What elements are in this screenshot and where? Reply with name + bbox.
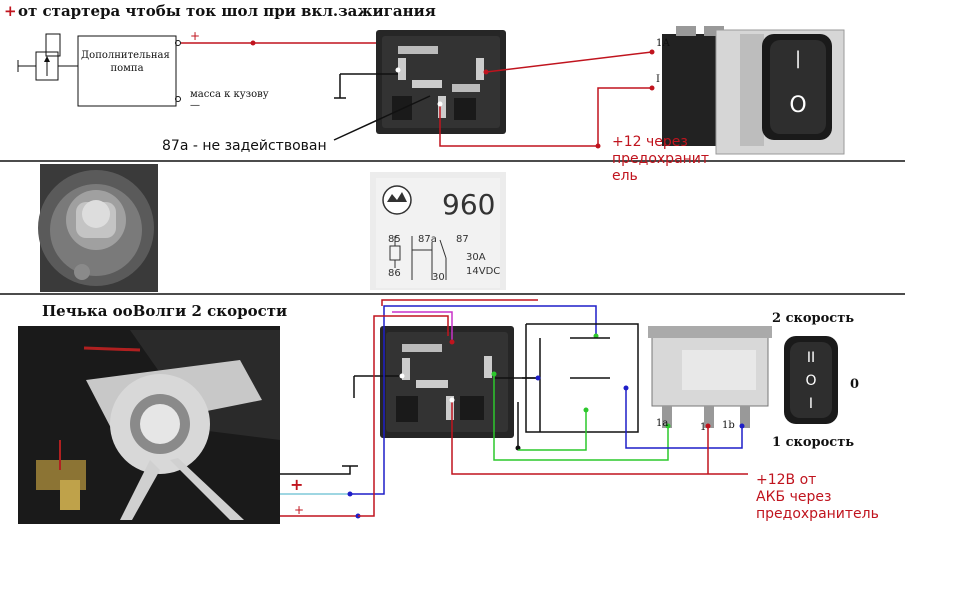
switch-pin-1b-bottom: 1b [722,420,735,431]
relay-rating-voltage: 14VDC [466,266,500,277]
relay-bottom-photo [380,326,514,438]
pump-photo [38,164,158,292]
heater-photo [18,326,280,524]
pump-symbol [17,33,78,81]
battery-note: +12В от АКБ через предохранитель [756,472,879,522]
note-87a: 87а - не задействован [162,138,327,154]
svg-text:II: II [807,350,815,366]
wire-bottom-ground [280,466,351,475]
speed-0-label: 0 [850,377,859,392]
ground-label: масса к кузову [190,89,269,100]
relay-top-photo [376,30,506,134]
wire-junction [250,40,256,46]
switch-top [662,26,845,155]
pump-box [77,35,177,107]
wire-magenta [392,311,453,342]
relay-rating-current: 30A [466,252,486,263]
switch-bottom [648,326,838,428]
svg-text:I: I [809,396,813,412]
title-plus-sign: + [4,2,17,20]
relay-pin-87: 87 [456,234,469,245]
speed-2-label: 2 скорость [772,311,854,326]
pointer-87a [333,95,431,141]
switch-top-on-mark: | [795,48,801,69]
relay-pin-87a: 87a [418,234,437,245]
relay-pin-85: 85 [388,234,401,245]
relay-pin-30: 30 [432,272,445,283]
relay-label-photo [370,172,506,290]
switch-pin-1-bottom: 1 [700,422,706,433]
wire-blue-switch [625,388,743,449]
pump-plus-terminal [175,40,181,46]
relay-pin-86: 86 [388,268,401,279]
pump-plus-sign: + [190,29,200,43]
relay-contact-schematic [494,323,639,433]
switch-pin-1a-bottom: 1a [656,418,668,429]
top-title: от стартера чтобы ток шол при вкл.зажига… [18,2,436,20]
fuse-note: +12 через предохранит ель [612,134,714,184]
wire-red-motor [358,315,449,517]
wire-battery-red [451,400,748,475]
switch-pin-1a: 1А [656,38,670,49]
pump-label: Дополнительная помпа [81,50,173,74]
svg-text:O: O [805,373,816,389]
relay-model: 960 [442,188,495,221]
switch-top-off-mark: O [789,93,806,118]
switch-pin-1: I [656,74,660,85]
speed-1-label: 1 скорость [772,435,854,450]
wire-blue-motor [350,305,597,495]
pump-ground-terminal [175,96,181,102]
motor-plus-1: + [290,475,303,494]
wire-green [493,374,669,461]
bottom-title: Печька ооВолги 2 скорости [42,302,287,320]
wire-relay-to-switch-1a [485,51,653,73]
motor-plus-2: + [294,503,304,517]
ground-minus: — [190,100,200,111]
